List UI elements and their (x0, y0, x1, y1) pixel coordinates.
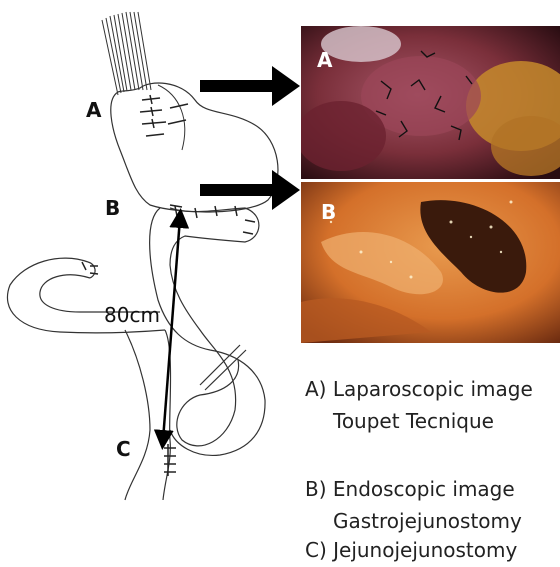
label-a: A (86, 98, 101, 122)
photo-b-endoscopic: B (301, 182, 560, 343)
pointer-arrow-b (200, 170, 300, 210)
distance-label: 80cm (104, 303, 160, 327)
label-b: B (105, 196, 120, 220)
jejunal-limb-outer (150, 208, 265, 455)
pointer-arrow-a (200, 66, 300, 106)
caption-a-line1: A) Laparoscopic image (305, 377, 533, 401)
laparoscopic-photo-image (301, 26, 560, 179)
label-c: C (116, 437, 131, 461)
pouch-sutures (140, 95, 188, 136)
caption-b-line2: Gastrojejunostomy (333, 509, 522, 533)
endoscopic-photo-image (301, 182, 560, 343)
common-channel-left (125, 330, 150, 500)
caption-a-line2: Toupet Tecnique (333, 409, 494, 433)
photo-a-laparoscopic: A (301, 26, 560, 179)
photo-b-letter: B (321, 200, 336, 224)
caption-b-line1: B) Endoscopic image (305, 477, 515, 501)
caption-c-line1: C) Jejunojejunostomy (305, 538, 517, 562)
bp-closed-end (88, 262, 95, 278)
wrap-fold (158, 85, 185, 150)
esophagus (102, 12, 151, 95)
photo-a-letter: A (317, 48, 332, 72)
gastrojejunal-limb (170, 208, 259, 446)
